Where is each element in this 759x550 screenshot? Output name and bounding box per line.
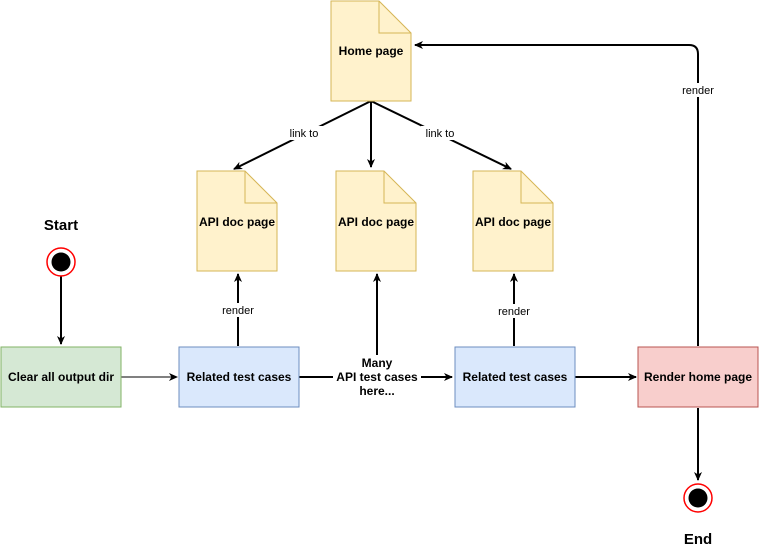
related-test-cases-right-label: Related test cases — [463, 370, 568, 384]
render-home-page-label: Render home page — [644, 370, 752, 384]
api-doc-page-left: API doc page — [196, 170, 278, 272]
api-doc-page-left-label: API doc page — [199, 215, 275, 229]
edge-label-link-right: link to — [421, 126, 459, 140]
svg-text:render: render — [222, 305, 254, 317]
related-test-cases-left-box: Related test cases — [178, 346, 300, 408]
clear-output-dir-label: Clear all output dir — [8, 370, 114, 384]
home-page-doc: Home page — [330, 0, 412, 102]
svg-text:link to: link to — [290, 128, 319, 140]
note-line-3: here... — [359, 384, 394, 398]
start-node — [46, 247, 76, 277]
related-test-cases-left-label: Related test cases — [187, 370, 292, 384]
edge-label-render-left: render — [219, 303, 257, 317]
render-home-page-box: Render home page — [637, 346, 759, 408]
api-doc-page-right: API doc page — [472, 170, 554, 272]
edge-label-render-right: render — [495, 304, 533, 318]
edge-label-link-left: link to — [285, 126, 323, 140]
api-doc-page-middle: API doc page — [335, 170, 417, 272]
api-doc-page-right-label: API doc page — [475, 215, 551, 229]
api-doc-page-middle-label: API doc page — [338, 215, 414, 229]
edge-label-render-home: render — [679, 83, 717, 97]
start-label: Start — [44, 217, 78, 234]
many-api-test-cases-note: Many API test cases here... — [333, 355, 421, 399]
clear-output-dir-box: Clear all output dir — [0, 346, 122, 408]
related-test-cases-right-box: Related test cases — [454, 346, 576, 408]
edge-render-home-to-home-page — [414, 41, 699, 346]
svg-text:render: render — [682, 85, 714, 97]
end-node — [683, 483, 713, 513]
home-page-label: Home page — [339, 44, 404, 58]
note-line-2: API test cases — [336, 370, 418, 384]
note-line-1: Many — [362, 356, 393, 370]
end-label: End — [684, 531, 712, 548]
svg-text:render: render — [498, 306, 530, 318]
svg-text:link to: link to — [426, 128, 455, 140]
